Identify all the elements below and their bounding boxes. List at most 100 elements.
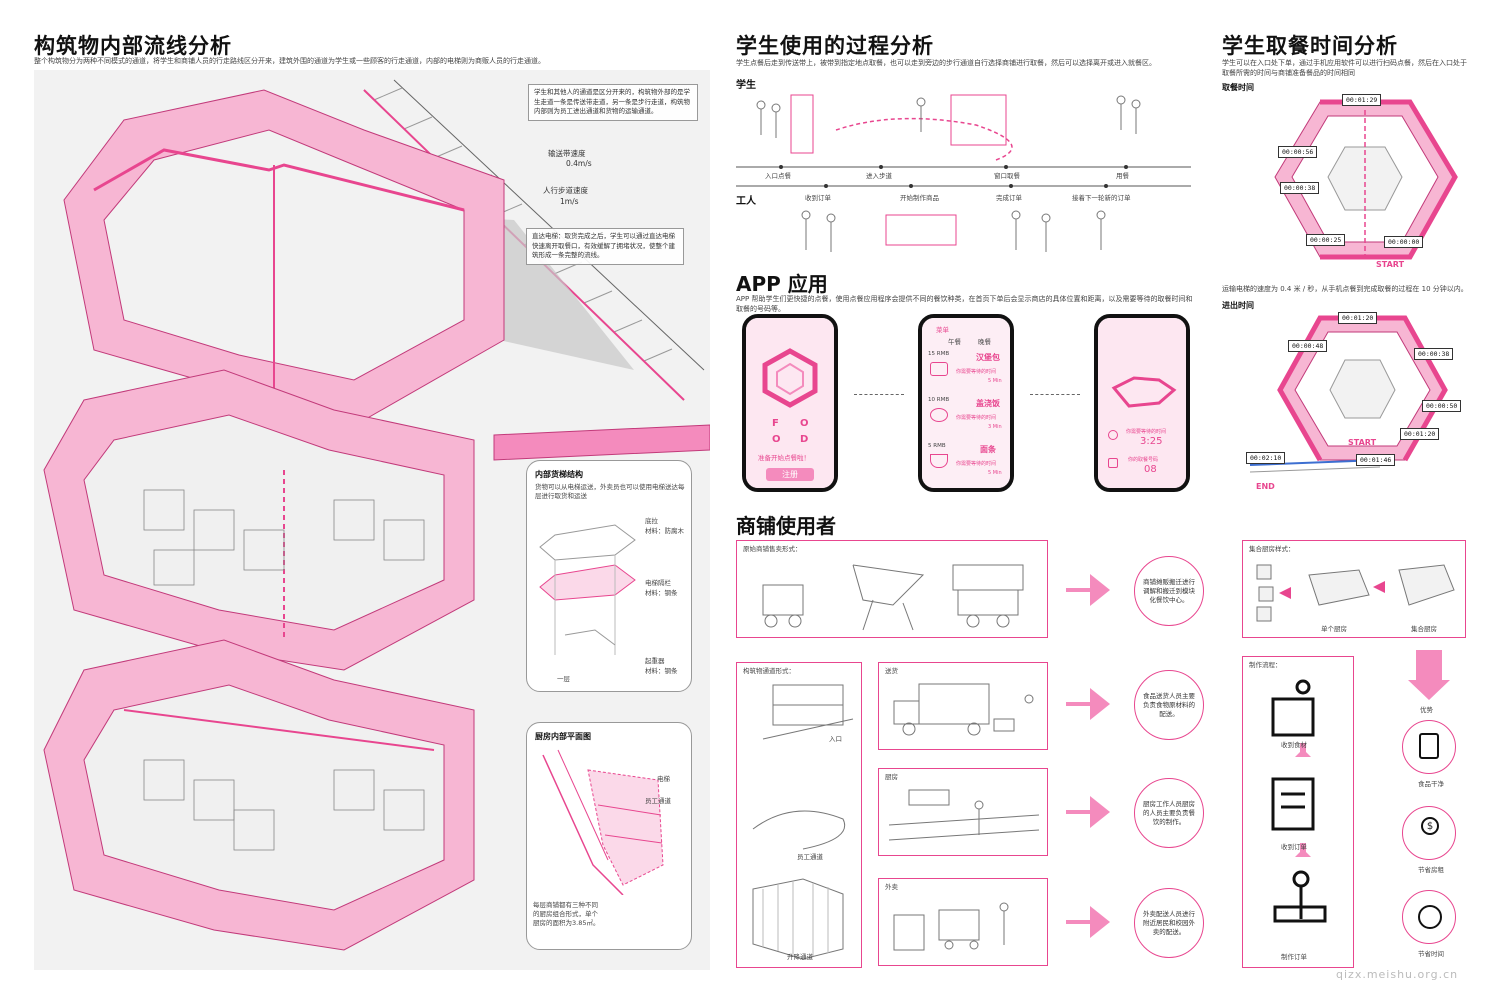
- menu-item[interactable]: 5 RMB 面条 你需要等待的时间 5 Min: [926, 442, 1006, 482]
- kitchen-label-elevator: 电梯: [657, 775, 670, 783]
- inner-elevator-title: 内部货梯结构: [535, 470, 583, 479]
- watermark: qizx.meishu.org.cn: [1336, 968, 1459, 981]
- phone-menu: 菜单 午餐 晚餐 15 RMB 汉堡包 你需要等待的时间 5 Min 10 RM…: [918, 314, 1014, 492]
- left-subtitle: 整个构筑物分为两种不同模式的通道，将学生和商铺人员的行走路线区分开来，建筑外围的…: [34, 57, 545, 65]
- stall-result-circle: 商铺摊贩搬迁进行调解和搬迁到模块化餐饮中心。: [1134, 556, 1204, 626]
- elevator-diagram: [539, 524, 636, 655]
- clock-icon: [1108, 430, 1118, 440]
- takeout-box: 外卖: [878, 878, 1048, 966]
- exit-hex-svg: [1249, 315, 1448, 473]
- pick-time-diagram: 00:01:29 00:00:56 00:00:38 00:00:25 00:0…: [1250, 92, 1470, 272]
- arrow-shaft: [1066, 702, 1090, 706]
- row-student-label: 学生: [736, 80, 756, 91]
- kitchen-result-circle: 厨房工作人员厨房的人员主要负责餐饮的制作。: [1134, 778, 1204, 848]
- inner-label-3b: 材料：钢条: [645, 667, 678, 675]
- pick-time-title: 取餐时间: [1222, 83, 1254, 92]
- inner-label-2b: 材料：钢条: [645, 589, 678, 597]
- original-stall-title: 原始商铺售卖形式：: [743, 545, 802, 553]
- process-title: 制作流程：: [1249, 661, 1282, 669]
- down-arrow-icon: [1408, 680, 1450, 700]
- pick-timer-2: 00:00:56: [1278, 146, 1318, 158]
- splash-hint: 准备开始点餐啦！: [758, 454, 810, 462]
- menu-item-name: 面条: [980, 445, 996, 454]
- exit-timer-6: 00:02:10: [1246, 452, 1286, 464]
- exit-start-label: START: [1348, 438, 1377, 447]
- exit-timer-7: 00:01:46: [1356, 454, 1396, 466]
- register-button[interactable]: 注册: [766, 468, 814, 481]
- structure-illustration: [752, 684, 854, 960]
- grid-icon: [1108, 458, 1118, 468]
- worker-step-4: 接着下一轮新的订单: [1072, 194, 1131, 202]
- arrow-shaft: [1066, 588, 1090, 592]
- process-illustration: [736, 94, 1191, 252]
- takeout-title: 外卖: [885, 883, 898, 891]
- row-worker-label: 工人: [736, 196, 756, 207]
- flow-diagram-svg: [43, 79, 711, 951]
- inner-label-2: 电梯隔栏: [645, 579, 671, 587]
- wait-value: 3:25: [1140, 436, 1163, 447]
- delivery-box: 送货: [878, 662, 1048, 750]
- truck-illustration: [893, 683, 1034, 736]
- hex-ring-middle: [43, 369, 475, 671]
- menu-item[interactable]: 10 RMB 盖浇饭 你需要等待的时间 3 Min: [926, 396, 1006, 436]
- exit-time-diagram: 00:01:20 00:00:48 00:00:38 00:00:50 00:0…: [1240, 310, 1476, 500]
- pick-start-label: START: [1376, 260, 1405, 269]
- collective-kitchen-title: 集合厨房样式：: [1249, 545, 1295, 553]
- process-box: 制作流程： 收到食材 收到订单 制作订单: [1242, 656, 1354, 968]
- structure-title: 构筑物通道形式：: [743, 667, 795, 675]
- kitchen-title: 厨房: [885, 773, 898, 781]
- original-stall-box: 原始商铺售卖形式：: [736, 540, 1048, 638]
- arrow-shaft: [1066, 810, 1090, 814]
- single-kitchen-label: 单个厨房: [1321, 625, 1347, 633]
- menu-item[interactable]: 15 RMB 汉堡包 你需要等待的时间 5 Min: [926, 350, 1006, 390]
- food-letter-d: D: [800, 434, 809, 445]
- exit-timer-5: 00:01:20: [1400, 428, 1440, 440]
- app-desc: APP 帮助学生们更快捷的点餐，使用点餐应用程序会提供不同的餐饮种类，在首页下单…: [736, 295, 1193, 313]
- takeout-illustration: [893, 902, 1009, 951]
- bridge-walkway: [493, 424, 711, 461]
- belt-speed-label: 输送带速度: [548, 149, 586, 158]
- student-step-1: 入口点餐: [765, 172, 791, 180]
- advantage-2: 节省房租: [1418, 866, 1444, 874]
- hex-ring-top: [63, 89, 505, 421]
- kitchen-box: 厨房: [878, 768, 1048, 856]
- app-title: APP 应用: [736, 272, 828, 296]
- delivery-title: 送货: [885, 667, 898, 675]
- walk-speed-value: 1m/s: [560, 197, 579, 206]
- inner-floor-label: 一层: [557, 675, 570, 683]
- inner-elevator-card: 内部货梯结构 货物可以从电梯运送，外卖员也可以使用电梯送达每层进行取货和运送 底…: [526, 460, 692, 692]
- student-step-3: 窗口取餐: [994, 172, 1020, 180]
- arrow-right-icon: [1090, 688, 1110, 720]
- menu-item-name: 盖浇饭: [976, 399, 1000, 408]
- advantage-label: 优势: [1420, 706, 1433, 714]
- menu-item-name: 汉堡包: [976, 353, 1000, 362]
- callout-elevator: 直达电梯：取货完成之后，学生可以通过直达电梯快速离开取餐口，有效缓解了拥堵状况，…: [526, 228, 684, 265]
- arrow-right-icon: [1090, 796, 1110, 828]
- student-step-2: 进入步道: [866, 172, 892, 180]
- exit-time-title: 进出时间: [1222, 301, 1254, 310]
- collective-kitchen-box: 集合厨房样式： 单个厨房 集合厨房: [1242, 540, 1466, 638]
- kitchen-label-staff: 员工通道: [645, 797, 671, 805]
- pick-timer-3: 00:00:38: [1280, 182, 1320, 194]
- inner-elevator-desc: 货物可以从电梯运送，外卖员也可以使用电梯送达每层进行取货和运送: [535, 483, 685, 500]
- menu-item-wait: 你需要等待的时间: [956, 461, 997, 467]
- pickup-number-value: 08: [1144, 464, 1157, 475]
- kitchen-plan-desc: 每层商铺都有三种不同的厨房组合形式，单个厨房的面积为3.85㎡。: [533, 901, 600, 927]
- pick-hex-svg: [1274, 99, 1458, 260]
- hex-map-icon: [1111, 376, 1177, 408]
- pick-timer-5: 00:00:00: [1384, 236, 1424, 248]
- menu-header: 菜单: [936, 326, 949, 334]
- exit-timer-2: 00:00:48: [1288, 340, 1328, 352]
- pick-timer-4: 00:00:25: [1306, 234, 1346, 246]
- exit-end-label: END: [1256, 482, 1275, 491]
- kitchen-plan-card: 厨房内部平面图 电梯 员工通道 每层商铺都有三种不同的厨房组合形式，单个厨房的面…: [526, 722, 692, 950]
- menu-tab-lunch[interactable]: 午餐: [948, 338, 961, 346]
- worker-step-2: 开始制作商品: [900, 194, 939, 202]
- worker-step-3: 完成订单: [996, 194, 1022, 202]
- modules-illustration: [1256, 564, 1455, 622]
- menu-tab-dinner[interactable]: 晚餐: [978, 338, 991, 346]
- noodle-bowl-icon: [930, 454, 948, 468]
- save-rent-icon: $: [1402, 806, 1456, 860]
- advantage-1: 食品干净: [1418, 780, 1444, 788]
- clean-food-icon: [1402, 720, 1456, 774]
